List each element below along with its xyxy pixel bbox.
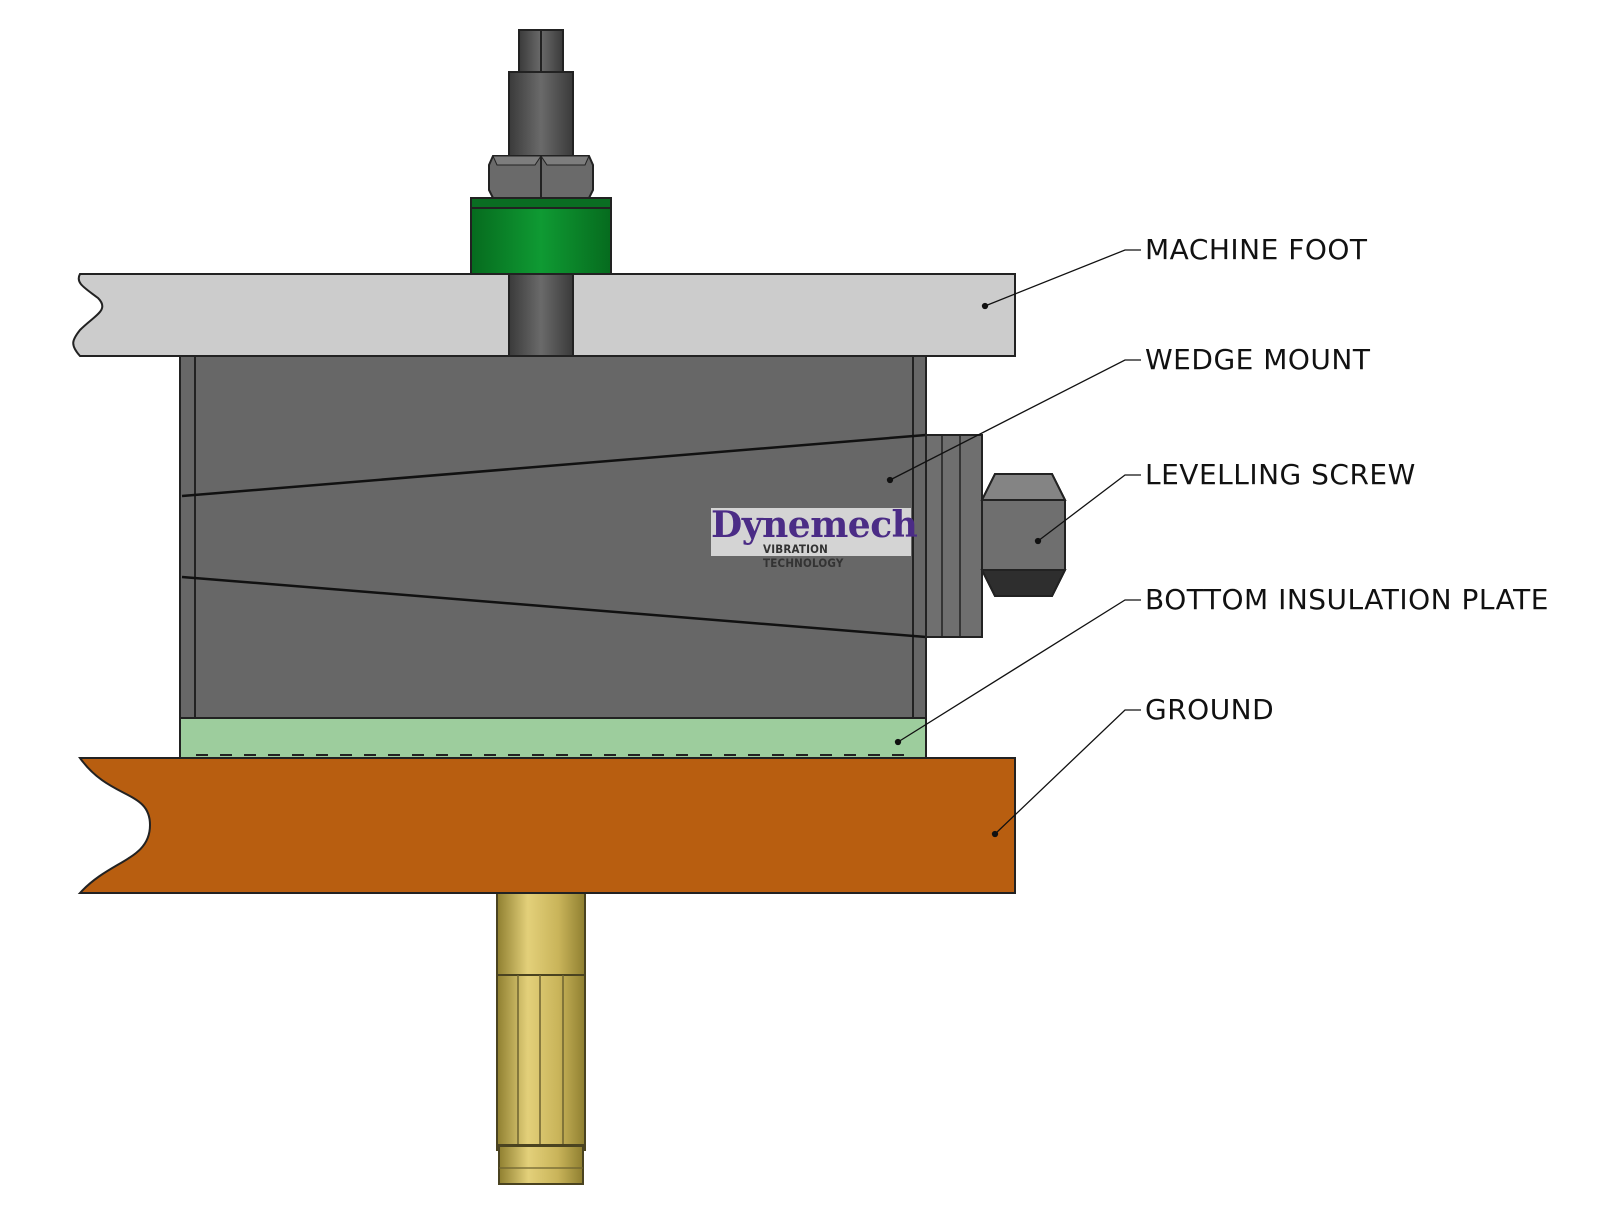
bottom-insulation-plate bbox=[179, 717, 927, 759]
levelling-screw bbox=[925, 434, 1067, 638]
label-ground: GROUND bbox=[1145, 693, 1275, 726]
leader-ground bbox=[994, 709, 1141, 835]
anchor-bolt bbox=[496, 879, 586, 1185]
hex-nut bbox=[488, 155, 594, 199]
leader-machine-foot bbox=[984, 249, 1141, 307]
label-wedge-mount: WEDGE MOUNT bbox=[1145, 343, 1371, 376]
ground-block bbox=[77, 757, 1016, 894]
leader-levelling-screw bbox=[1037, 474, 1141, 542]
leader-bottom-insulation-plate bbox=[897, 599, 1141, 743]
leader-wedge-mount bbox=[889, 359, 1141, 481]
logo-tagline: VIBRATION TECHNOLOGY bbox=[763, 542, 844, 570]
washer bbox=[470, 197, 612, 275]
dynemech-logo: Dynemech VIBRATION TECHNOLOGY bbox=[711, 504, 918, 570]
label-levelling-screw: LEVELLING SCREW bbox=[1145, 458, 1416, 491]
mounting-stud bbox=[508, 29, 574, 357]
label-bottom-insulation-plate: BOTTOM INSULATION PLATE bbox=[1145, 583, 1549, 616]
label-machine-foot: MACHINE FOOT bbox=[1145, 233, 1368, 266]
logo-brand: Dynemech bbox=[711, 504, 918, 546]
leader-lines bbox=[886, 249, 1141, 838]
